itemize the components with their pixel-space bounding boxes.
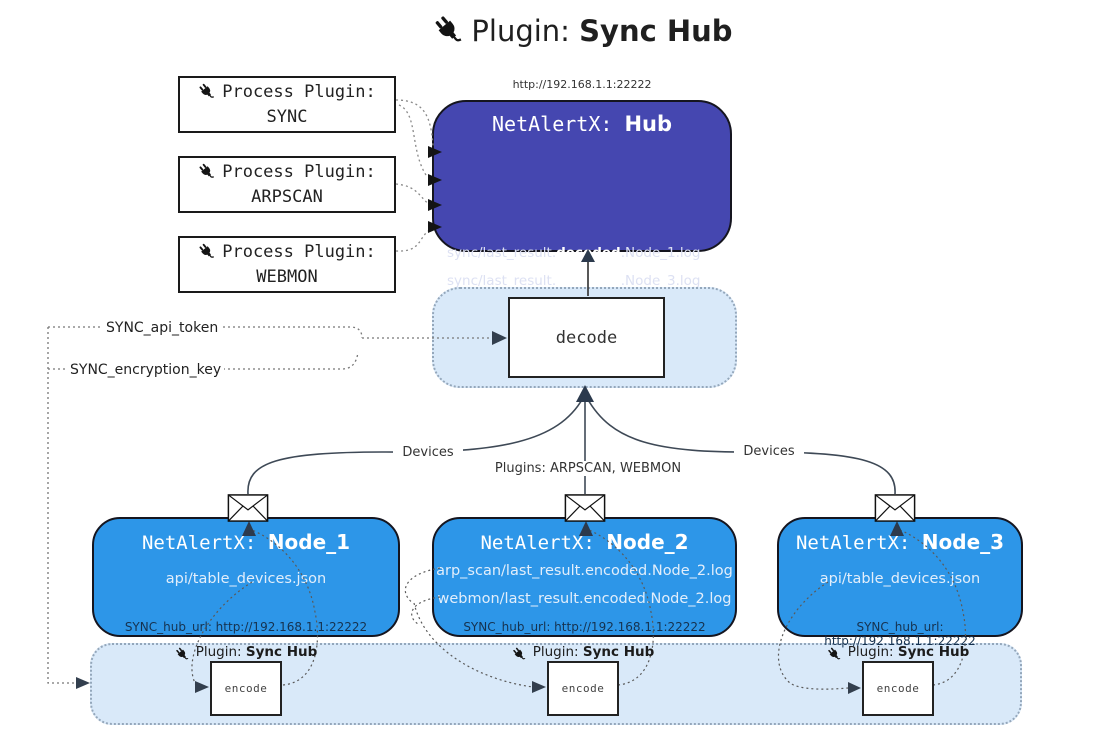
node-1-title: NetAlertX: Node_1	[141, 530, 351, 554]
node-1-hub-url: SYNC_hub_url: http://192.168.1.1:22222	[124, 620, 368, 634]
node-3-hub-url: SYNC_hub_url: http://192.168.1.1:22222	[824, 620, 976, 648]
node-2-hub-url: SYNC_hub_url: http://192.168.1.1:22222	[463, 620, 706, 634]
hub-log-line: sync/last_result.decoded.Node_3.log	[447, 273, 701, 289]
node-2-box: NetAlertX: Node_2 arp_scan/last_result.e…	[432, 517, 737, 637]
node-3-box: NetAlertX: Node_3 api/table_devices.json…	[777, 517, 1023, 648]
node-2-line: arp_scan/last_result.encoded.Node_2.log	[436, 563, 733, 579]
node-3-title: NetAlertX: Node_3	[795, 530, 1005, 554]
hub-log-line: sync/last_result.decoded.Node_1.log	[447, 245, 701, 261]
node-1-line: api/table_devices.json	[165, 571, 327, 587]
encode-container	[90, 643, 1022, 725]
decode-container	[432, 287, 737, 388]
hub-title: NetAlertX: Hub	[491, 112, 673, 136]
node-3-line: api/table_devices.json	[819, 571, 981, 587]
node-2-title: NetAlertX: Node_2	[480, 530, 689, 554]
node-1-box: NetAlertX: Node_1 api/table_devices.json…	[92, 517, 400, 637]
hub-box: NetAlertX: Hub sync/last_result.decoded.…	[432, 100, 732, 336]
node-2-line: webmon/last_result.encoded.Node_2.log	[437, 591, 732, 607]
